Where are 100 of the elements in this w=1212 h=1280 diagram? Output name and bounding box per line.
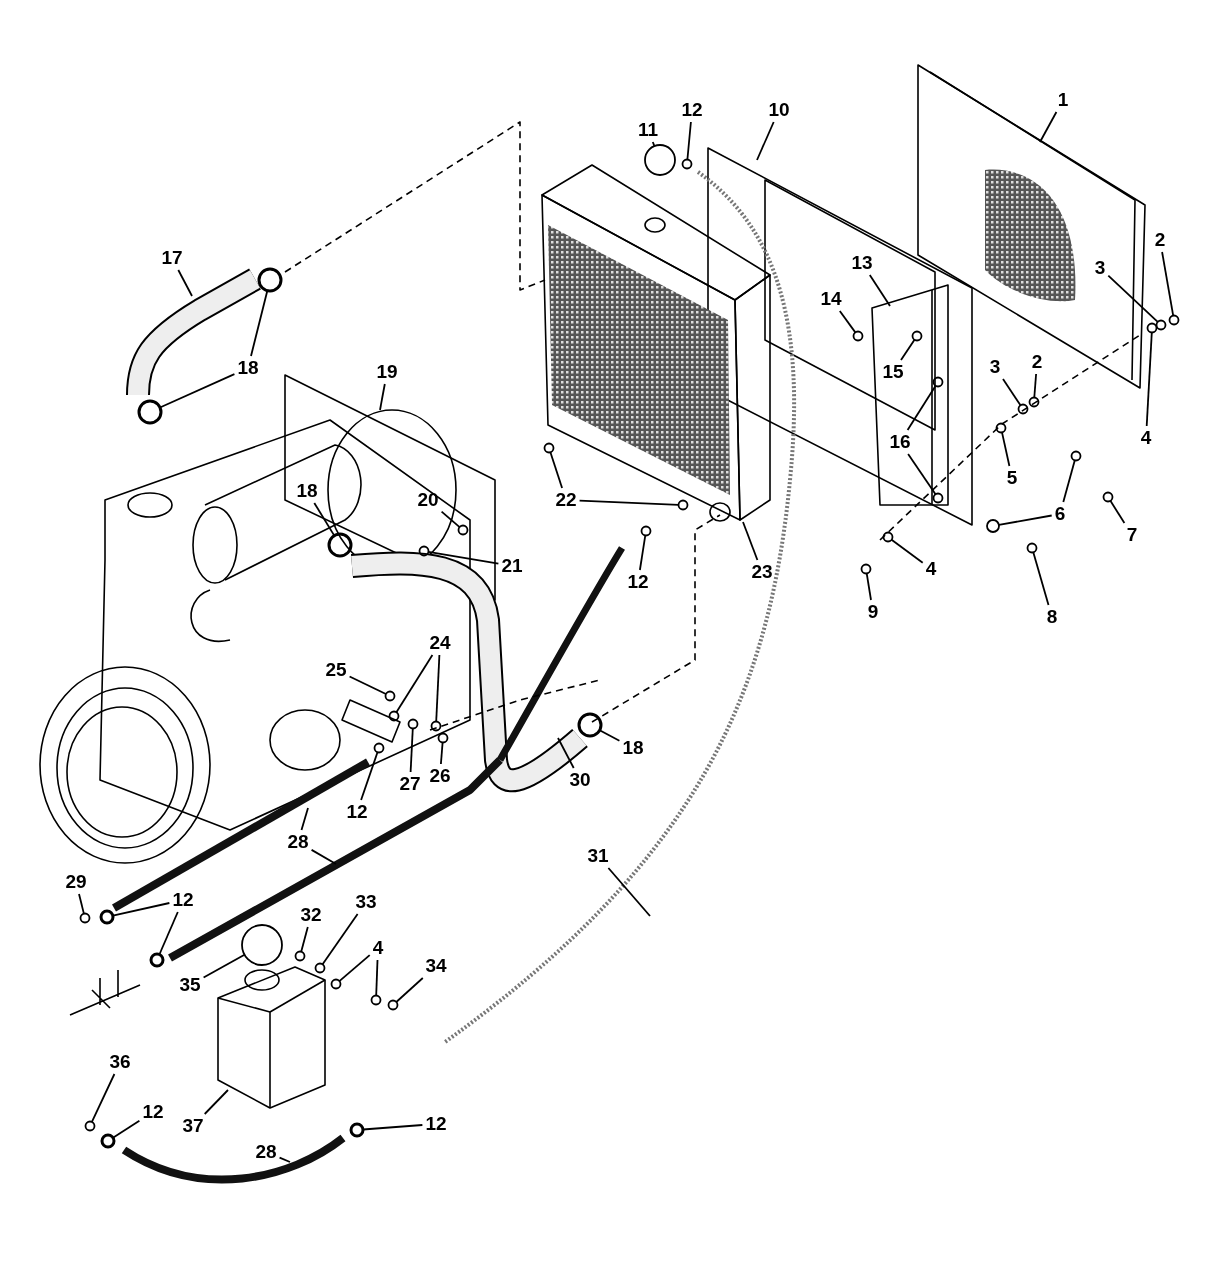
callout-number: 4: [371, 938, 385, 958]
callout-number: 11: [636, 120, 660, 140]
leader-line: [91, 1073, 116, 1123]
callout-number: 12: [171, 890, 195, 910]
hose-clamp-drawing: [349, 1122, 365, 1138]
fastener-drawing: [1070, 450, 1082, 462]
leader-line: [557, 737, 575, 769]
leader-line: [1033, 373, 1037, 399]
callout-number: 13: [850, 253, 874, 273]
fastener-drawing: [882, 531, 894, 543]
callout-number: 18: [295, 481, 319, 501]
fastener-drawing: [1102, 491, 1114, 503]
leader-line: [300, 926, 309, 953]
fastener-drawing: [430, 720, 442, 732]
fastener-drawing: [911, 330, 923, 342]
callout-number: 8: [1045, 607, 1059, 627]
fastener-drawing: [1155, 319, 1167, 331]
leader-line: [427, 550, 500, 565]
leader-line: [440, 741, 444, 765]
callout-number: 18: [236, 358, 260, 378]
leader-line: [1107, 274, 1159, 323]
fastener-drawing: [543, 442, 555, 454]
callout-number: 3: [988, 357, 1002, 377]
leader-line: [639, 534, 647, 571]
callout-number: 7: [1125, 525, 1139, 545]
leader-line: [112, 1119, 141, 1139]
leader-line: [1032, 551, 1050, 606]
fastener-drawing: [1017, 403, 1029, 415]
fastener-drawing: [384, 690, 396, 702]
leader-line: [440, 510, 461, 528]
leader-line: [379, 383, 386, 411]
leader-line: [278, 1156, 291, 1163]
callout-number: 12: [680, 100, 704, 120]
leader-line: [203, 1089, 229, 1115]
leader-line: [686, 121, 692, 161]
fastener-drawing: [84, 1120, 96, 1132]
leader-line: [756, 121, 775, 161]
leader-line: [300, 807, 309, 831]
hose-clamp-drawing: [257, 267, 283, 293]
leader-line: [906, 384, 937, 431]
fastener-drawing: [852, 330, 864, 342]
leader-line: [395, 977, 424, 1003]
hose-clamp-drawing: [99, 909, 115, 925]
callout-number: 14: [819, 289, 843, 309]
leader-line: [395, 654, 434, 714]
callout-number: 2: [1153, 230, 1167, 250]
leader-line: [1145, 331, 1153, 427]
leader-line: [78, 893, 85, 915]
fastener-drawing: [387, 999, 399, 1011]
leader-line: [360, 751, 379, 801]
hose-clamp-drawing: [577, 712, 603, 738]
callout-number: 6: [1053, 504, 1067, 524]
callout-number: 23: [750, 562, 774, 582]
hose-clamp-drawing: [327, 532, 353, 558]
leader-line: [375, 959, 379, 997]
leader-line: [313, 502, 336, 537]
leader-line: [409, 727, 414, 773]
cap-drawing: [241, 924, 283, 966]
leader-line: [742, 521, 759, 561]
fastener-drawing: [79, 912, 91, 924]
fastener-drawing: [418, 545, 430, 557]
callout-number: 4: [1139, 428, 1153, 448]
fastener-drawing: [681, 158, 693, 170]
callout-number: 24: [428, 633, 452, 653]
leader-line: [1062, 459, 1076, 503]
leader-line: [310, 849, 337, 865]
leader-line: [598, 729, 621, 742]
leader-line: [250, 289, 269, 357]
fastener-drawing: [1026, 542, 1038, 554]
callout-number: 27: [398, 774, 422, 794]
fastener-drawing: [1168, 314, 1180, 326]
callout-number: 12: [626, 572, 650, 592]
leader-line: [1001, 431, 1011, 467]
fastener-drawing: [407, 718, 419, 730]
leader-line: [1109, 499, 1126, 524]
callout-number: 17: [160, 248, 184, 268]
fastener-drawing: [457, 524, 469, 536]
leader-line: [549, 451, 563, 489]
fastener-drawing: [370, 994, 382, 1006]
leader-line: [1039, 111, 1058, 143]
callout-number: 2: [1030, 352, 1044, 372]
callout-number: 5: [1005, 468, 1019, 488]
fastener-drawing: [314, 962, 326, 974]
callout-number: 32: [299, 905, 323, 925]
callout-number: 20: [416, 490, 440, 510]
fastener-drawing: [388, 710, 400, 722]
leader-line: [900, 338, 916, 361]
washer-drawing: [986, 519, 1000, 533]
callout-number: 9: [866, 602, 880, 622]
callout-number: 12: [424, 1114, 448, 1134]
callout-number: 18: [621, 738, 645, 758]
leader-line: [202, 953, 246, 979]
callout-number: 28: [286, 832, 310, 852]
leader-line: [578, 499, 680, 506]
callout-number: 26: [428, 766, 452, 786]
callout-number: 31: [586, 846, 610, 866]
callout-number: 10: [767, 100, 791, 120]
callout-number: 15: [881, 362, 905, 382]
leader-line: [607, 867, 651, 917]
fastener-drawing: [330, 978, 342, 990]
